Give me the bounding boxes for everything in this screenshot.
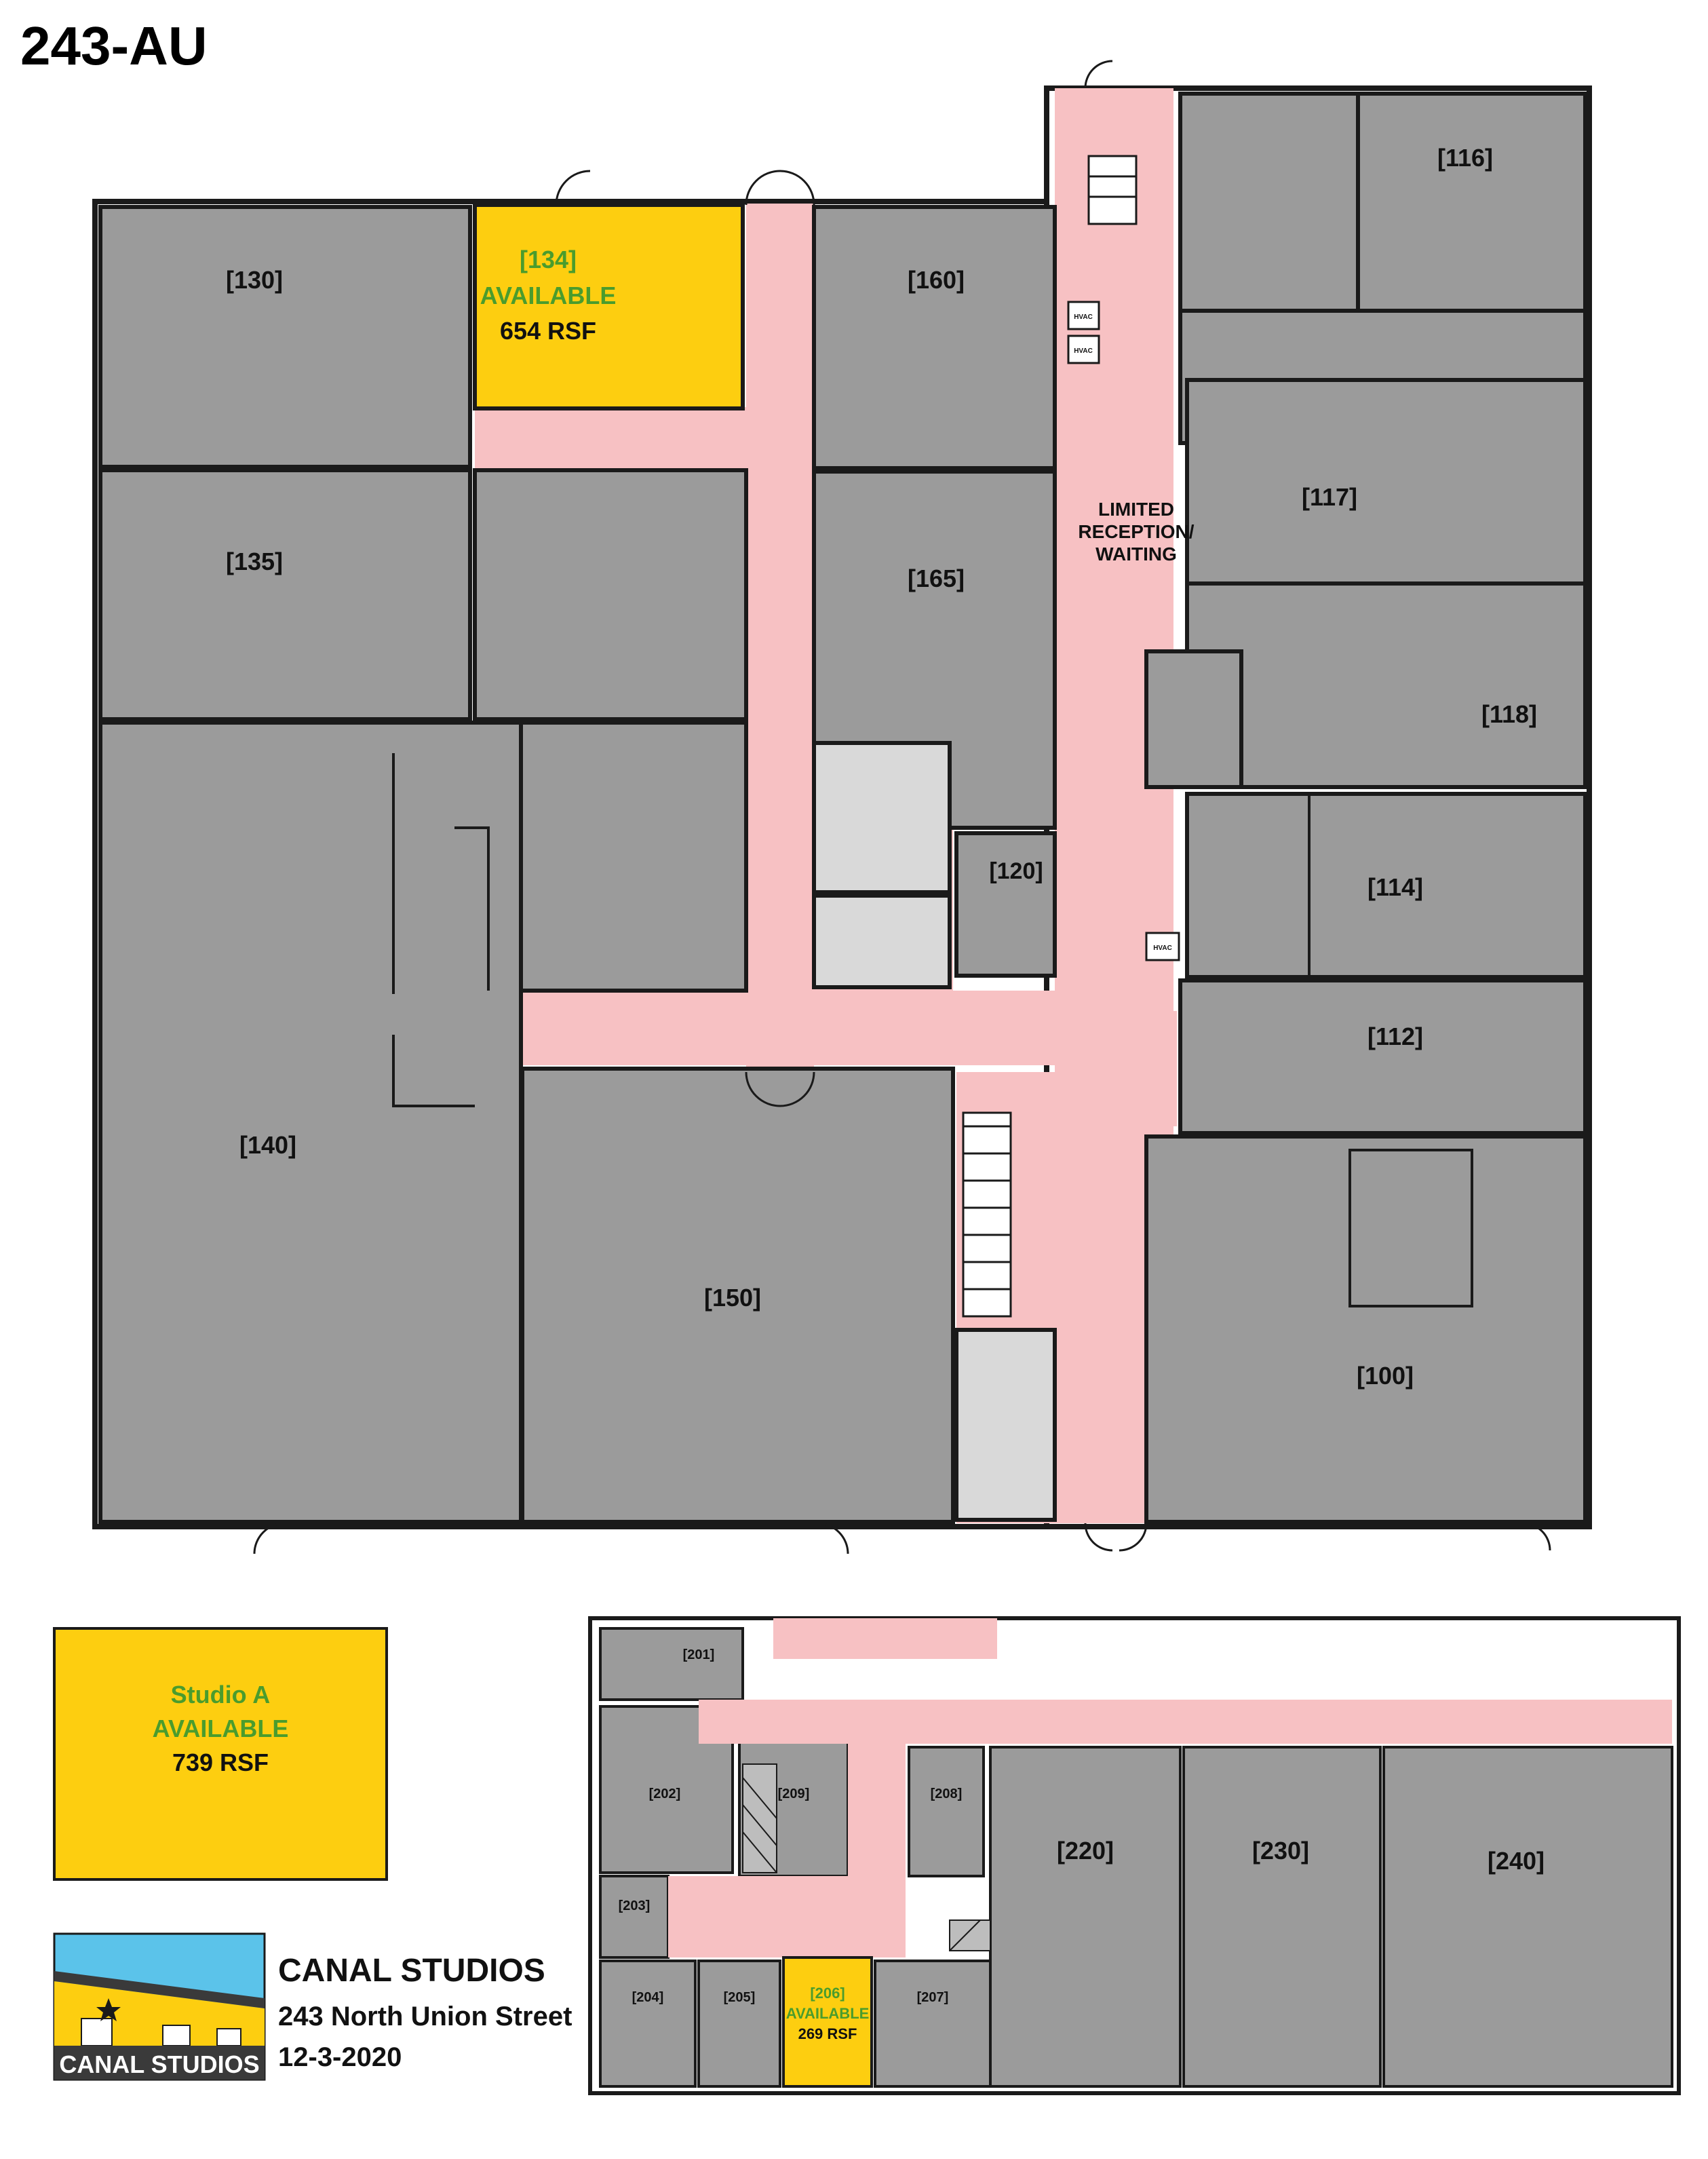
room-202-shape — [599, 1705, 734, 1874]
room-118-west-shape — [1144, 649, 1243, 789]
svg-text:HVAC: HVAC — [1153, 944, 1172, 952]
room-130-shape — [98, 205, 472, 469]
floor2-room-labels: [201] [202] [203] [204] [205] [207] [208… — [619, 1647, 1545, 2005]
room-label: [205] — [724, 1990, 756, 2005]
room-135-shape — [98, 468, 472, 721]
second-floor-plan: [201] [202] [203] [204] [205] [207] [208… — [588, 1616, 1681, 2095]
room-label: [203] — [619, 1898, 651, 1913]
room-label: [117] — [1302, 483, 1357, 511]
footer-info: CANAL STUDIOS 243 North Union Street 12-… — [278, 1953, 572, 2072]
room-140-annex-shape — [519, 721, 748, 993]
room-220-shape — [989, 1746, 1182, 2088]
room-label: [118] — [1481, 700, 1537, 728]
room-240-shape — [1382, 1746, 1673, 2088]
studio-a-name: Studio A — [171, 1681, 271, 1708]
room-label: [240] — [1488, 1847, 1545, 1875]
date: 12-3-2020 — [278, 2042, 402, 2072]
room-label: [230] — [1252, 1837, 1309, 1865]
unit-206-size: 269 RSF — [798, 2025, 857, 2042]
room-label: [220] — [1057, 1837, 1114, 1865]
hvac-units: HVAC HVAC HVAC — [1067, 301, 1180, 961]
room-116-shape — [1356, 92, 1587, 313]
canal-studios-logo: CANAL STUDIOS — [53, 1932, 266, 2081]
restroom-shape — [812, 741, 952, 894]
room-label: [112] — [1367, 1023, 1423, 1050]
studio-a-box — [53, 1627, 388, 1881]
svg-text:LIMITED: LIMITED — [1098, 499, 1174, 520]
room-label: [202] — [649, 1787, 681, 1801]
room-label: [116] — [1437, 144, 1493, 172]
door-swings — [253, 60, 1551, 1554]
star-icon — [96, 1998, 121, 2021]
plan-id-title: 243-AU — [20, 16, 208, 76]
room-114-shape — [1185, 792, 1587, 979]
unit-206-status: AVAILABLE — [786, 2005, 870, 2022]
room-label: [150] — [704, 1284, 761, 1312]
unit-134-number: [134] — [520, 246, 577, 273]
svg-text:HVAC: HVAC — [1074, 347, 1093, 355]
room-label: [140] — [239, 1131, 296, 1159]
unit-134-labels: [134] AVAILABLE 654 RSF — [480, 246, 617, 345]
room-label: [135] — [226, 548, 283, 575]
svg-text:WAITING: WAITING — [1095, 543, 1177, 565]
floor1-stairs — [962, 155, 1138, 1318]
company-name: CANAL STUDIOS — [278, 1953, 545, 1989]
room-label: [201] — [683, 1647, 715, 1662]
room-117-shape — [1185, 378, 1587, 586]
room-208-shape — [908, 1746, 985, 1877]
room-label: [100] — [1357, 1362, 1414, 1390]
room-230-shape — [1182, 1746, 1382, 2088]
unit-134-size: 654 RSF — [500, 317, 596, 345]
unit-206-labels: [206] AVAILABLE 269 RSF — [786, 1985, 870, 2042]
room-135-annex-shape — [473, 468, 748, 721]
room-150-shape — [520, 1067, 955, 1524]
studio-a-size: 739 RSF — [172, 1749, 269, 1776]
restroom-south-shape — [954, 1328, 1057, 1522]
room-140-shape — [98, 721, 523, 1524]
room-label: [209] — [778, 1787, 810, 1801]
room-label: [165] — [908, 565, 965, 592]
restroom-lower-shape — [812, 894, 952, 989]
floor1-room-labels: [130] [135] [140] [150] [160] [165] [120… — [226, 144, 1537, 1390]
studio-a-status: AVAILABLE — [153, 1715, 289, 1742]
floor2-shafts — [742, 1763, 991, 1951]
reception-label: LIMITED RECEPTION/ WAITING — [1078, 499, 1194, 565]
studio-a-card[interactable]: Studio A AVAILABLE 739 RSF — [53, 1627, 388, 1881]
first-floor-plan: HVAC HVAC HVAC [130] [135] [140] — [92, 60, 1592, 1554]
room-205-shape — [697, 1960, 781, 2088]
unit-134-status: AVAILABLE — [480, 282, 617, 309]
room-label: [114] — [1367, 873, 1423, 901]
svg-text:HVAC: HVAC — [1074, 313, 1093, 321]
room-204-shape — [599, 1960, 697, 2088]
logo-text: CANAL STUDIOS — [59, 2050, 259, 2078]
room-100-inner-box — [1348, 1149, 1473, 1307]
unit-206-shape[interactable] — [782, 1956, 873, 2088]
room-112-shape — [1178, 978, 1587, 1135]
room-label: [207] — [917, 1990, 949, 2005]
svg-text:RECEPTION/: RECEPTION/ — [1078, 521, 1194, 542]
room-label: [130] — [226, 266, 283, 294]
room-118-shape — [1185, 581, 1587, 789]
room-203-shape — [599, 1875, 669, 1959]
unit-134-shape[interactable] — [473, 203, 745, 410]
room-label: [204] — [632, 1990, 664, 2005]
unit-206-number: [206] — [810, 1985, 845, 2002]
room-201-shape — [599, 1627, 744, 1701]
room-120-shape — [954, 831, 1057, 978]
room-160-shape — [812, 205, 1057, 470]
room-207-shape — [874, 1960, 992, 2088]
room-label: [160] — [908, 266, 965, 294]
address: 243 North Union Street — [278, 2002, 572, 2031]
room-label: [120] — [989, 858, 1043, 884]
room-label: [208] — [931, 1787, 963, 1801]
room-116-west-shape — [1178, 92, 1360, 313]
floor2-corridors — [668, 1618, 1672, 1957]
